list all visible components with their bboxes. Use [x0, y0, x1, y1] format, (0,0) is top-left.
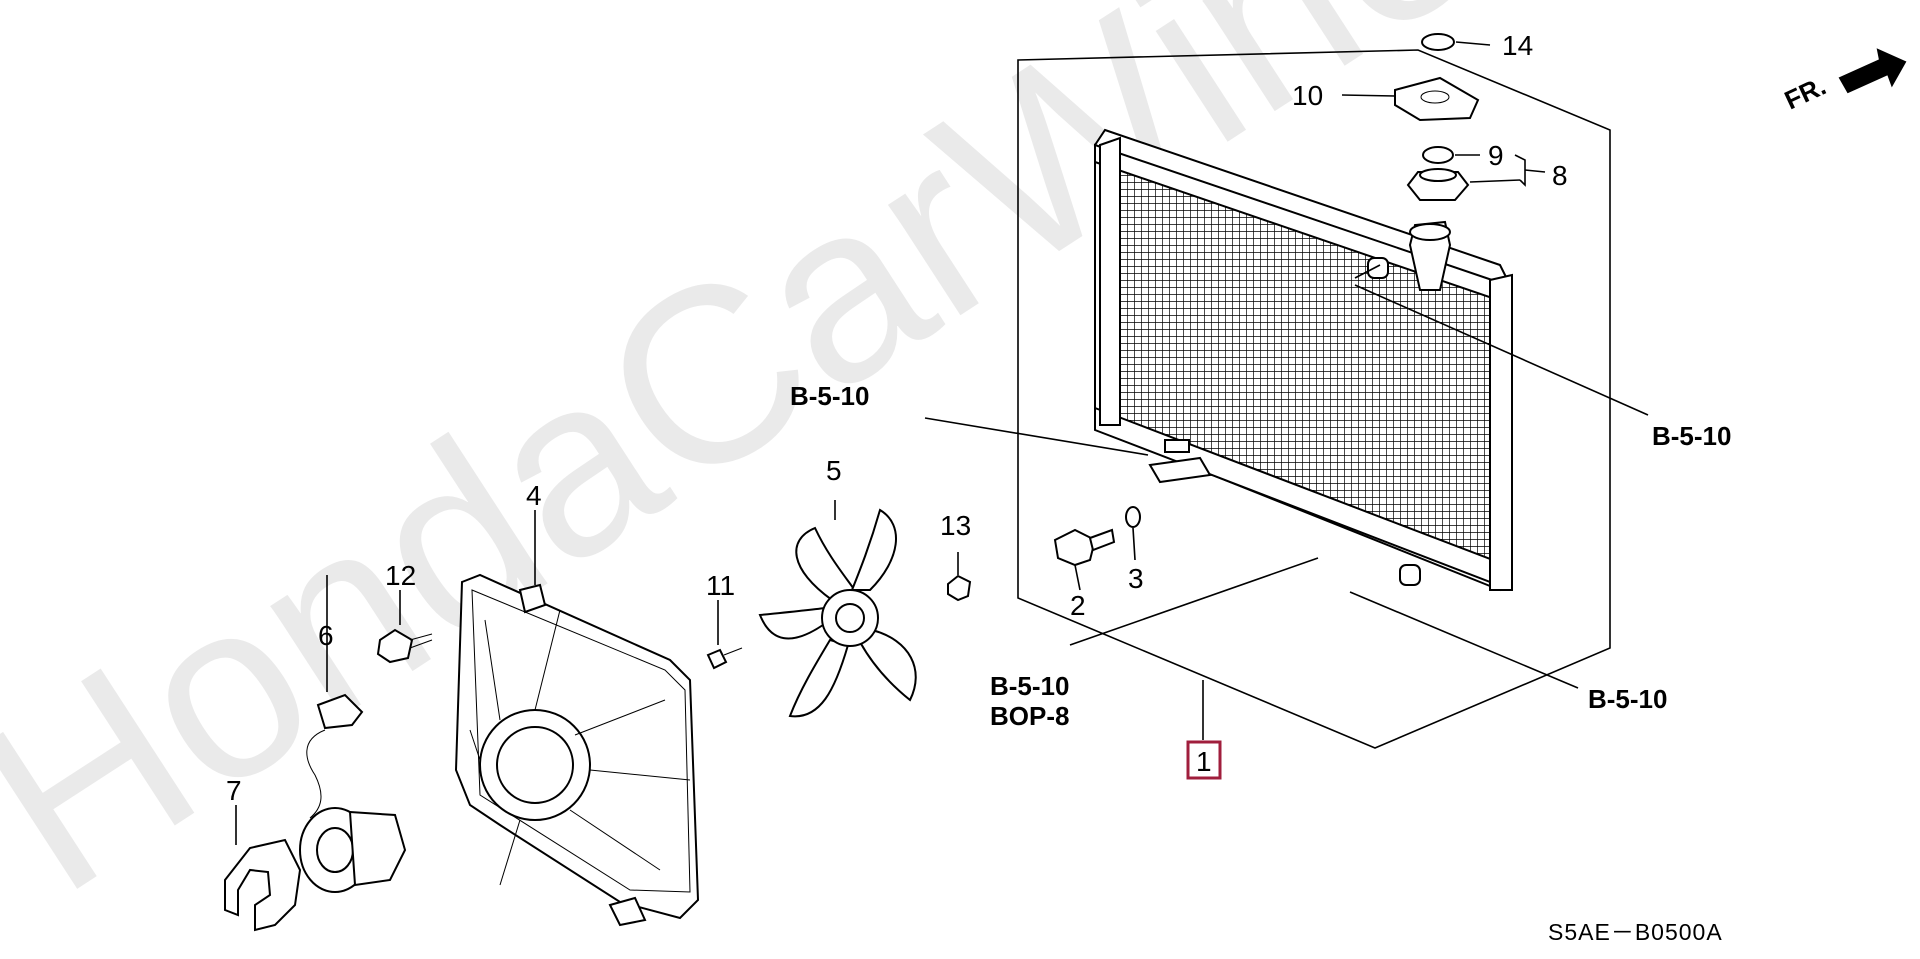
callout-9[interactable]: 9: [1488, 140, 1504, 171]
part-4-fan-shroud[interactable]: [454, 510, 700, 927]
ref-bottom-center-2[interactable]: BOP-8: [990, 701, 1069, 731]
callout-3[interactable]: 3: [1128, 563, 1144, 594]
part-3-o-ring[interactable]: [1125, 506, 1141, 561]
part-9-seal[interactable]: [1422, 146, 1480, 164]
callout-12[interactable]: 12: [385, 560, 416, 591]
callout-13[interactable]: 13: [940, 510, 971, 541]
callout-14[interactable]: 14: [1502, 30, 1533, 61]
callout-1-box: [1186, 740, 1222, 780]
part-14-o-ring[interactable]: [1421, 33, 1491, 51]
reference-leaders: [924, 264, 1649, 689]
radiator-assembly-outline: [1017, 49, 1611, 749]
callout-2[interactable]: 2: [1070, 590, 1086, 621]
ref-right-bottom[interactable]: B-5-10: [1588, 684, 1667, 714]
callout-1[interactable]: 1: [1196, 746, 1212, 777]
part-8-radiator-cap[interactable]: [1406, 154, 1546, 201]
part-12-bolt[interactable]: [376, 590, 433, 664]
callout-8[interactable]: 8: [1552, 160, 1568, 191]
callout-labels: 14 10 9 8 5 4 13 3 2 11 12 6 7: [226, 30, 1568, 806]
part-10-cushion[interactable]: [1341, 76, 1480, 122]
diagram-code: S5AE－B0500A: [1548, 919, 1723, 945]
callout-10[interactable]: 10: [1292, 80, 1323, 111]
part-6-fan-motor[interactable]: [299, 575, 407, 893]
part-7-motor-cover[interactable]: [224, 805, 302, 932]
radiator[interactable]: [1094, 128, 1513, 592]
front-direction-label: FR.: [1780, 71, 1831, 116]
ref-right-top[interactable]: B-5-10: [1652, 421, 1731, 451]
part-13-nut[interactable]: [947, 552, 972, 602]
callout-1-highlighted[interactable]: 1: [1186, 680, 1222, 780]
callout-5[interactable]: 5: [826, 455, 842, 486]
part-2-drain-cock[interactable]: [1053, 528, 1116, 591]
part-5-cooling-fan[interactable]: [758, 500, 917, 718]
callout-7[interactable]: 7: [226, 775, 242, 806]
part-11-bolt[interactable]: [706, 600, 743, 670]
callout-11[interactable]: 11: [706, 570, 735, 601]
callout-4[interactable]: 4: [526, 480, 542, 511]
ref-bottom-center-1[interactable]: B-5-10: [990, 671, 1069, 701]
ref-left-top[interactable]: B-5-10: [790, 381, 869, 411]
callout-6[interactable]: 6: [318, 620, 334, 651]
front-direction-arrow: FR.: [1780, 48, 1907, 116]
reference-labels: B-5-10 B-5-10 B-5-10 BOP-8 B-5-10: [790, 381, 1731, 731]
